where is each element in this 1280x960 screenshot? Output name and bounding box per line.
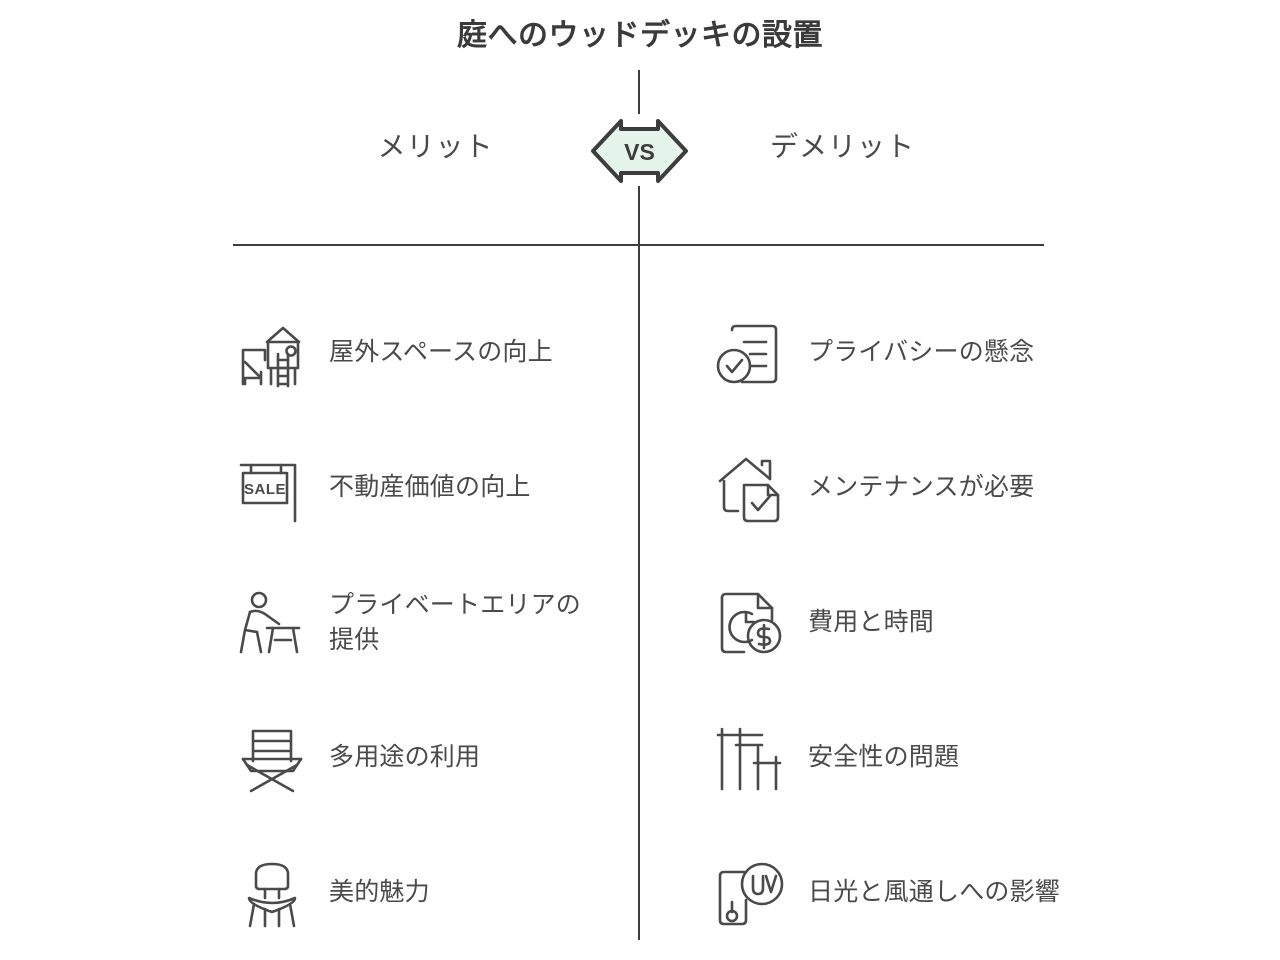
list-item-label: 費用と時間 [808, 608, 935, 637]
page-title: 庭へのウッドデッキの設置 [457, 19, 823, 52]
list-item-label: メンテナンスが必要 [808, 473, 1035, 502]
vs-badge: VS [590, 113, 689, 189]
list-item: 安全性の問題 [712, 690, 1082, 825]
column-heading-pros: メリット [377, 131, 494, 162]
list-item: 屋外スペースの向上 [233, 285, 603, 420]
pros-column: 屋外スペースの向上 SALE 不動産価値の向上 [233, 285, 603, 960]
list-item: 多用途の利用 [233, 690, 603, 825]
list-item-label: 安全性の問題 [808, 743, 960, 772]
column-heading-cons: デメリット [769, 131, 915, 162]
list-item: プライベートエリアの提供 [233, 555, 603, 690]
house-checklist-icon [712, 449, 790, 527]
list-item-label: 美的魅力 [329, 878, 430, 907]
center-divider-main [638, 186, 640, 940]
list-item-label: 多用途の利用 [329, 743, 481, 772]
list-item: 美的魅力 [233, 825, 603, 960]
list-item: プライバシーの懸念 [712, 285, 1082, 420]
list-item: メンテナンスが必要 [712, 420, 1082, 555]
center-divider-top [638, 70, 640, 114]
uv-window-icon [712, 854, 790, 932]
railing-posts-icon [712, 719, 790, 797]
vs-label: VS [624, 139, 655, 165]
list-item-label: 不動産価値の向上 [329, 473, 531, 502]
document-check-icon [712, 314, 790, 392]
list-item-label: 屋外スペースの向上 [329, 338, 553, 367]
list-item: SALE 不動産価値の向上 [233, 420, 603, 555]
list-item-label: プライバシーの懸念 [808, 338, 1035, 367]
director-chair-icon [233, 719, 311, 797]
list-item-label: 日光と風通しへの影響 [808, 878, 1061, 907]
sale-sign-icon: SALE [233, 449, 311, 527]
list-item: 日光と風通しへの影響 [712, 825, 1082, 960]
stool-chair-icon [233, 854, 311, 932]
playhouse-icon [233, 314, 311, 392]
cost-time-icon [712, 584, 790, 662]
person-seated-icon [233, 584, 311, 662]
cons-column: プライバシーの懸念 メンテナンスが必要 [712, 285, 1082, 960]
svg-text:SALE: SALE [244, 481, 286, 498]
list-item-label: プライベートエリアの提供 [329, 591, 582, 654]
list-item: 費用と時間 [712, 555, 1082, 690]
